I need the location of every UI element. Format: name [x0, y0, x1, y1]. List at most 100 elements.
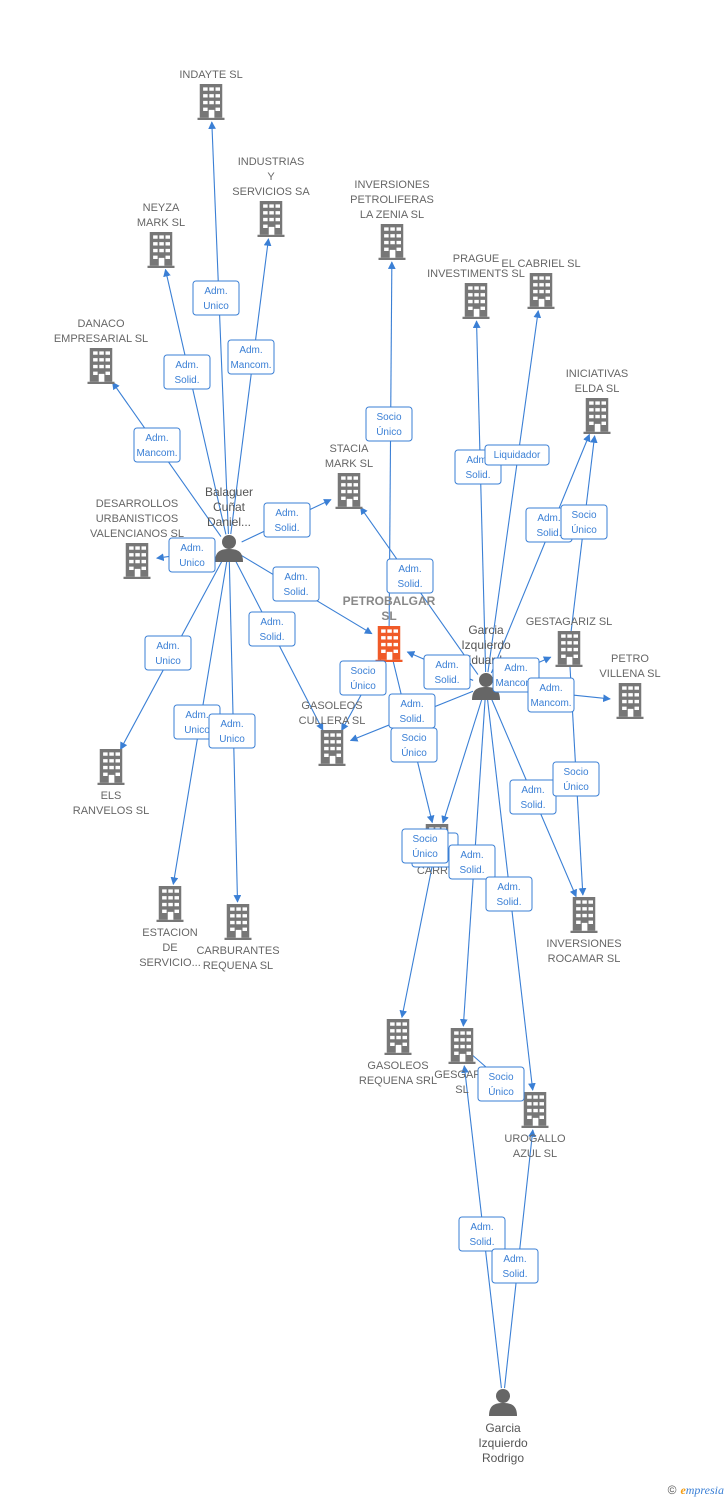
company-name-line: CARBURANTES — [196, 945, 279, 957]
company-node-cabriel[interactable]: EL CABRIEL SL — [501, 258, 581, 309]
relation-label-garcia_eduardo-stacia[interactable]: Adm.Solid. — [386, 558, 434, 594]
building-icon — [527, 273, 555, 309]
relation-label-garcia_eduardo-petrobalgar[interactable]: Adm.Solid. — [423, 654, 471, 690]
relation-label-balaguer-petrobalgar[interactable]: Adm.Solid. — [272, 566, 320, 602]
relation-label-text: Solid. — [536, 528, 561, 539]
relation-edge-garcia_eduardo-carr — [441, 699, 483, 824]
relation-label-text: Mancom. — [230, 360, 271, 371]
building-icon — [224, 904, 252, 940]
relation-label-garcia_rodrigo-urogallo[interactable]: Adm.Solid. — [491, 1248, 539, 1284]
relation-label-text: Solid. — [496, 897, 521, 908]
building-icon — [197, 84, 225, 120]
relation-label-text: Único — [563, 780, 589, 793]
company-node-indayte[interactable]: INDAYTE SL — [179, 69, 243, 120]
relation-label-balaguer-els_ranvelos[interactable]: Adm.Unico — [144, 635, 192, 671]
relation-label-text: Adm. — [503, 1254, 526, 1265]
company-name-line: UROGALLO — [504, 1133, 566, 1145]
relation-label-balaguer-danaco[interactable]: Adm.Mancom. — [133, 427, 181, 463]
relation-label-text: Solid. — [399, 714, 424, 725]
building-icon — [616, 683, 644, 719]
company-name-line: PETROLIFERAS — [350, 194, 434, 206]
relation-label-text: Único — [376, 425, 402, 438]
relation-label-text: Solid. — [434, 675, 459, 686]
company-name-line: Y — [267, 171, 275, 183]
relation-label-text: Adm. — [400, 699, 423, 710]
empresia-watermark: ©empresia — [668, 1483, 724, 1498]
company-name-line: VALENCIANOS SL — [90, 528, 184, 540]
person-name-line: Garcia — [468, 623, 504, 637]
relation-label-text: Unico — [155, 656, 181, 667]
relation-label-garcia_eduardo-gasoleos_cullera[interactable]: Adm. Solid. — [388, 693, 436, 729]
relation-label-text: Adm. — [497, 882, 520, 893]
building-icon — [521, 1092, 549, 1128]
relation-label-text: Adm. — [220, 719, 243, 730]
relation-label-text: Socio — [376, 412, 401, 423]
relation-label-text: Adm. — [466, 455, 489, 466]
relation-label-garcia_eduardo-gesgaro[interactable]: Adm.Solid. — [448, 844, 496, 880]
relation-label-text: Solid. — [520, 800, 545, 811]
relation-label-text: Adm. — [239, 345, 262, 356]
relation-label-balaguer-stacia[interactable]: Adm. Solid. — [263, 502, 311, 538]
company-name-line: EL CABRIEL SL — [501, 258, 580, 270]
relation-label-balaguer-desarrollos[interactable]: Adm.Unico — [168, 537, 216, 573]
relation-label-text: Solid. — [274, 523, 299, 534]
relation-label-garcia_eduardo-cabriel[interactable]: Liquidador — [484, 444, 550, 466]
company-name-line: GESTAGARIZ SL — [526, 616, 613, 628]
relation-label-text: Adm. — [275, 508, 298, 519]
person-node-balaguer[interactable]: BalaguerCuñatDaniel... — [205, 485, 253, 562]
company-node-carr[interactable]: CARR... — [417, 824, 457, 877]
relation-label-balaguer-neyza[interactable]: Adm.Solid. — [163, 354, 211, 390]
relation-label-text: Adm. — [537, 513, 560, 524]
company-name-line: ROCAMAR SL — [548, 953, 621, 965]
person-name-line: Izquierdo — [478, 1436, 528, 1450]
relation-label-balaguer-gasoleos_cullera[interactable]: Adm.Solid. — [248, 611, 296, 647]
person-name-line: Garcia — [485, 1421, 521, 1435]
relation-label-garcia_eduardo-urogallo[interactable]: Adm. Solid. — [485, 876, 533, 912]
relation-label-balaguer-industrias[interactable]: Adm. Mancom. — [227, 339, 275, 375]
relation-label-text: Mancom. — [495, 678, 536, 689]
relation-label-garcia_rodrigo-gesgaro[interactable]: Adm.Solid. — [458, 1216, 506, 1252]
company-node-gestagariz[interactable]: GESTAGARIZ SL — [526, 616, 613, 667]
relation-label-garcia_eduardo-inversiones_rocamar[interactable]: Adm.Solid. — [509, 779, 557, 815]
relation-label-text: Adm. — [539, 683, 562, 694]
building-icon — [147, 232, 175, 268]
relation-label-balaguer-carburantes[interactable]: Adm.Unico — [208, 713, 256, 749]
relation-label-text: Socio — [412, 834, 437, 845]
relation-label-text: Solid. — [397, 579, 422, 590]
company-name-line: DANACO — [77, 318, 125, 330]
company-node-estacion[interactable]: ESTACIONDESERVICIO... — [139, 886, 201, 969]
relation-label-text: Unico — [179, 558, 205, 569]
copyright-symbol: © — [667, 1483, 677, 1497]
relation-label-text: Mancom. — [530, 698, 571, 709]
relation-label-text: Adm. — [185, 710, 208, 721]
relation-label-garcia_eduardo-petro_villena[interactable]: Adm. Mancom. — [527, 677, 575, 713]
company-name-line: CARR... — [417, 865, 457, 877]
relation-label-balaguer-indayte[interactable]: Adm.Unico — [192, 280, 240, 316]
